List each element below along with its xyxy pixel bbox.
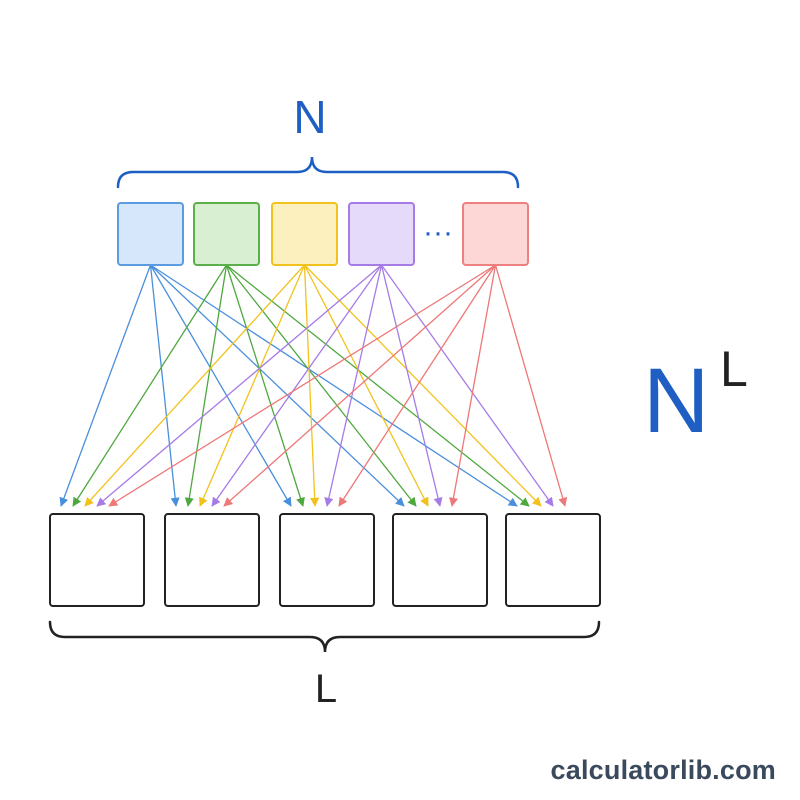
bottom-brace [48, 620, 601, 653]
ellipsis: ··· [423, 216, 453, 249]
arrow-red-to-box-4 [448, 264, 497, 507]
arrow-blue-to-box-3 [149, 264, 292, 507]
source-box-purple [348, 202, 415, 266]
arrow-blue-to-box-2 [149, 264, 180, 507]
top-brace-label: N [293, 91, 326, 143]
top-brace [116, 156, 520, 189]
arrow-purple-to-box-1 [96, 264, 382, 507]
arrow-yellow-to-box-3 [303, 264, 320, 507]
arrow-blue-to-box-5 [150, 264, 518, 507]
arrow-red-to-box-5 [494, 264, 568, 507]
watermark-text: calculatorlib.com [550, 755, 776, 785]
arrow-yellow-to-box-4 [303, 264, 429, 507]
target-box [164, 513, 260, 607]
formula-exponent: L [720, 341, 748, 397]
arrow-yellow-to-box-2 [199, 264, 306, 507]
arrow-green-to-box-3 [225, 264, 305, 507]
source-box-blue [117, 202, 184, 266]
formula-base: N [643, 350, 709, 452]
arrow-yellow-to-box-1 [84, 264, 305, 507]
connection-arrows [59, 264, 568, 507]
arrow-red-to-box-1 [108, 264, 496, 507]
source-box-red [462, 202, 529, 266]
arrow-red-to-box-3 [338, 264, 497, 507]
arrow-purple-to-box-3 [324, 264, 383, 507]
target-box [49, 513, 145, 607]
target-box [279, 513, 375, 607]
source-box-yellow [271, 202, 338, 266]
arrow-blue-to-box-1 [59, 264, 152, 507]
arrow-green-to-box-4 [225, 264, 417, 507]
target-boxes [49, 513, 601, 607]
bottom-brace-label: L [315, 667, 337, 711]
arrow-purple-to-box-2 [211, 264, 383, 507]
arrow-green-to-box-2 [184, 264, 228, 507]
arrow-green-to-box-5 [226, 264, 530, 507]
target-box [392, 513, 488, 607]
source-boxes [117, 202, 529, 266]
arrow-purple-to-box-4 [380, 264, 443, 507]
arrow-red-to-box-2 [223, 264, 496, 507]
arrow-purple-to-box-5 [380, 264, 554, 507]
arrow-yellow-to-box-5 [304, 264, 542, 507]
source-box-green [193, 202, 260, 266]
arrow-blue-to-box-4 [150, 264, 405, 507]
arrow-green-to-box-1 [72, 264, 228, 507]
target-box [505, 513, 601, 607]
